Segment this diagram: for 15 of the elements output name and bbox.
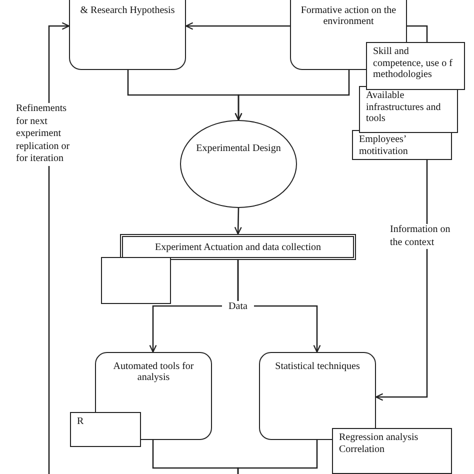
process-box: Experiment Actuation and data collection xyxy=(120,234,356,260)
note-box: Skill and competence, use o f methodologies xyxy=(366,42,465,90)
connector-arrow xyxy=(375,160,428,401)
connector-arrow xyxy=(185,22,290,30)
process-ellipse: Experimental Design xyxy=(180,120,297,208)
connector-arrow xyxy=(237,260,321,353)
note-box: R xyxy=(70,412,141,447)
connector-arrow xyxy=(407,25,428,42)
connector-arrow xyxy=(234,70,350,121)
rounded-process-box: & Research Hypothesis xyxy=(69,0,186,70)
note-box: Employees’ motitivation xyxy=(352,130,452,160)
note-box: Available infrastructures and tools xyxy=(359,86,458,133)
connector-arrow xyxy=(234,208,242,235)
note-box: Regression analysis Correlation xyxy=(332,428,452,474)
empty-box xyxy=(101,257,171,304)
